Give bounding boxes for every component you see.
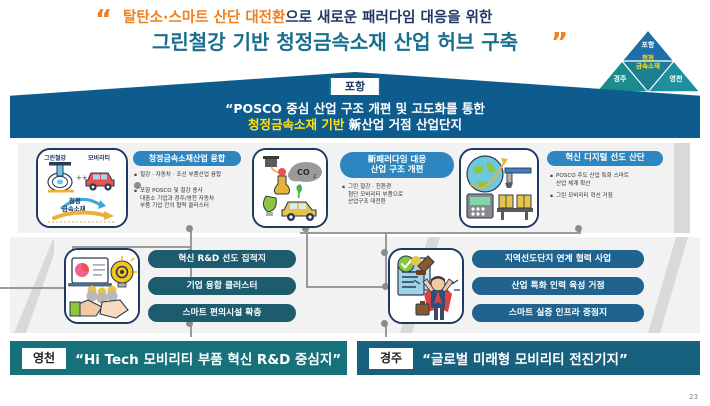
connector-dot-9 [134,182,141,189]
header-line-1: 탈탄소·스마트 산단 대전환으로 새로운 패러다임 대응을 위한 [123,8,583,28]
eco-industry-icon: CO 2 [254,150,326,226]
connector-dot-4 [302,225,309,232]
pill-row1-card1[interactable]: 청정금속소재산업 융합 [133,151,241,166]
page-number: 23 [689,393,698,401]
connector-dot-5 [381,249,388,256]
connector-horizontal-top-left [72,246,191,248]
pill-row1-card2[interactable]: 新패러다임 대응 산업 구조 개편 [340,152,454,178]
bottom-box-yeongcheon: 영천 “Hi Tech 모비리티 부품 혁신 R&D 중심지” [10,341,347,375]
pill-row1-card2-line1: 新패러다임 대응 [367,154,427,165]
banner-line-2-highlight: 청정금속소재 기반 [248,117,345,132]
pill-row2-right-1[interactable]: 지역선도단지 연계 협력 사업 [472,250,644,268]
banner-line-1: “POSCO 중심 산업 구조 개편 및 고도화를 통한 [10,98,700,117]
header-line-1-accent: 탈탄소·스마트 산단 대전환 [123,10,286,26]
pill-row2-left-1[interactable]: 혁신 R&D 선도 집적지 [148,250,296,268]
banner-line-1-text: POSCO 중심 산업 구조 개편 및 고도화를 통한 [233,101,485,116]
connector-dot-10 [382,283,389,290]
header-line-2: 그린철강 기반 청정금속소재 산업 허브 구축 [152,30,519,54]
connector-dot-1 [186,225,193,232]
bullet-row1-card2-1: 그린 철강 · 친환경 첨단 모비리티 부품으로 산업구조 대전환 [342,184,452,207]
banner-content: 포항 “POSCO 중심 산업 구조 개편 및 고도화를 통한 청정금속소재 기… [10,72,700,138]
triangle-logo-icon [594,28,702,93]
bullet-row1-card3-2: 그린 모비리티 혁신 거점 [550,193,668,201]
bottom-box-gyeongju-tag: 경주 [369,347,414,369]
banner-pohang-badge: 포항 [329,77,381,96]
co2-subscript: 2 [313,174,316,180]
icon-center-label-1: 청정 [69,196,81,205]
region-triangle-logo: 포항 청정 금속소재 경주 영천 [594,28,702,94]
connector-horizontal-mid [306,286,386,288]
logo-label-bottom-right: 영천 [669,75,683,83]
bottom-box-gyeongju: 경주 “글로벌 미래형 모비리티 전진기지” [357,341,700,375]
connector-vertical-bottom-left [190,323,192,337]
pill-row1-card2-line2: 산업 구조 개편 [370,165,424,175]
bullet-row1-card1-2: 포항 POSCO 및 철강 종사 대중소 기업과 경주/영천 자동차 부품 기업… [134,188,248,211]
pill-row2-left-2[interactable]: 기업 융합 클러스터 [148,277,296,295]
logo-label-top: 포항 [641,41,655,49]
co2-label: CO [297,168,310,177]
connector-horizontal-row2-top [300,232,580,234]
plus-sign: ++ [76,174,88,182]
checklist-hero-icon [390,250,462,322]
rnd-collaboration-icon [66,250,138,322]
header-line-1-rest: 으로 새로운 패러다임 대응을 위한 [285,10,493,26]
pill-row2-right-2[interactable]: 산업 특화 인력 육성 거점 [472,277,644,295]
bottom-box-yeongcheon-text: “Hi Tech 모비리티 부품 혁신 R&D 중심지” [75,352,342,368]
banner-quote-close-icon: ” [350,123,360,138]
connector-dot-3 [186,320,193,327]
banner-quote-open-icon: “ [225,101,234,116]
green-steel-mobility-icon: 그린철강 모비리티 ++ [38,150,126,226]
illustration-card-hero-talent [388,248,464,324]
connector-vertical-card2 [306,228,308,286]
panel-row-1-right-edge [674,143,690,233]
logo-label-bottom-left: 경주 [613,75,627,83]
connector-dot-7 [575,225,582,232]
logo-label-center-line2: 금속소재 [636,62,660,70]
header-quote-open-icon: “ [95,5,112,35]
illustration-card-digital-leading [459,148,539,228]
connector-dot-6 [381,320,388,327]
bottom-box-gyeongju-text: “글로벌 미래형 모비리티 전진기지” [422,352,628,368]
illustration-card-green-steel-mobility: 그린철강 모비리티 ++ [36,148,128,228]
connector-vertical-bottom-right [385,323,387,337]
banner-line-2-rest: 新산업 거점 산업단지 [344,117,462,132]
illustration-card-rnd-cluster [64,248,140,324]
icon-center-label-2: 금속소재 [62,204,86,213]
header-quote-close-icon: ” [551,28,568,58]
icon-label-right: 모비리티 [88,154,110,162]
smart-factory-globe-icon [461,150,537,226]
icon-label-left: 그린철강 [44,154,67,162]
bullet-row1-card3-1: POSCO 주도 산업 특화 스마트 산업 체계 확산 [550,173,668,188]
pill-row2-right-3[interactable]: 스마트 실증 인프라 중점지 [472,304,644,322]
pill-row1-card3[interactable]: 혁신 디지털 선도 산단 [547,151,663,166]
bullet-row1-card1-1: 철강 · 자동차 · 조선 부품산업 융합 [134,172,245,180]
connector-vertical-card4 [385,232,387,288]
logo-label-center-line1: 청정 [642,54,654,62]
connector-horizontal-left-in [0,287,74,289]
slide-header: “ 탈탄소·스마트 산단 대전환으로 새로운 패러다임 대응을 위한 그린철강 … [0,0,710,62]
illustration-card-paradigm-shift: CO 2 [252,148,328,228]
banner-line-2: 청정금속소재 기반 新산업 거점 산업단지 [10,114,700,133]
bottom-box-yeongcheon-tag: 영천 [22,347,67,369]
pill-row2-left-3[interactable]: 스마트 편의시설 확충 [148,304,296,322]
logo-label-center: 청정 금속소재 [594,54,702,70]
